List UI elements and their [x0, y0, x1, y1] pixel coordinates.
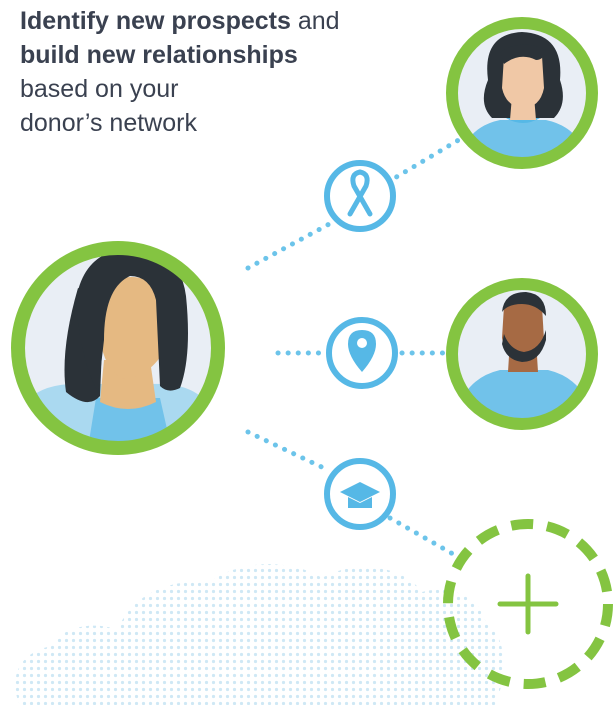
- connector-lines: [245, 135, 465, 561]
- main-donor-hair: [76, 248, 188, 392]
- cloud-background: [15, 564, 504, 705]
- headline: Identify new prospects and build new rel…: [20, 4, 450, 140]
- connector-line-main-to-ribbon: [245, 219, 336, 271]
- top-prospect-bangs: [500, 44, 546, 64]
- connector-line-ribbon-to-top: [385, 135, 465, 185]
- main-donor-face: [100, 277, 168, 379]
- graduation-cap-node: [324, 458, 396, 530]
- headline-line-2: build new relationships: [20, 41, 298, 69]
- headline-rest-1: and: [290, 7, 340, 35]
- prospect-avatar-top: [446, 17, 598, 169]
- headline-line-1: Identify new prospects and: [20, 4, 450, 38]
- graduation-cap-icon: [340, 482, 380, 508]
- headline-line-3: based on your: [20, 75, 179, 103]
- ribbon-icon: [347, 169, 373, 217]
- map-pin-icon: [348, 330, 376, 372]
- plus-icon: [497, 573, 559, 635]
- main-donor-avatar: [11, 241, 225, 455]
- middle-prospect-hair: [502, 292, 546, 316]
- headline-bold-1: Identify new prospects: [20, 7, 291, 35]
- middle-prospect-beard: [502, 330, 546, 362]
- middle-prospect-head: [502, 300, 544, 356]
- ribbon-node: [324, 160, 396, 232]
- map-pin-node: [326, 317, 398, 389]
- prospect-avatar-middle: [446, 278, 598, 430]
- connector-line-cap-to-add: [387, 515, 463, 561]
- connector-line-main-to-cap: [245, 429, 331, 473]
- add-prospect-node: [443, 519, 613, 689]
- headline-line-4: donor’s network: [20, 109, 197, 137]
- top-prospect-face: [502, 51, 544, 108]
